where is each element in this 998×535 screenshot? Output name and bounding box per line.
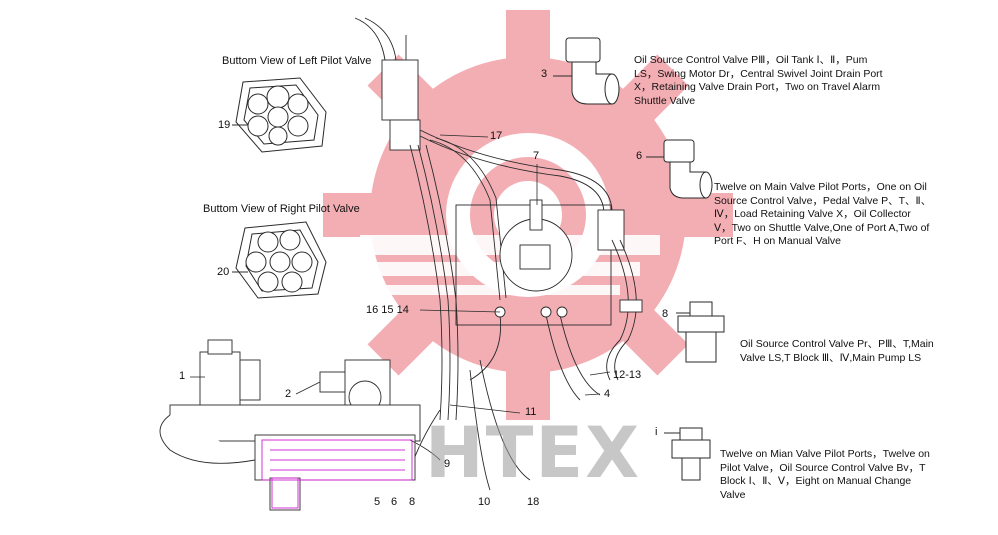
left-pilot-valve-title: Buttom View of Left Pilot Valve [222, 55, 372, 67]
fitting-bottom [664, 427, 711, 481]
description-fitting-8: Oil Source Control Valve Pr、PⅢ、T,Main Va… [740, 338, 934, 364]
callout-8: 8 [662, 308, 669, 320]
callout-20: 20 [217, 266, 230, 278]
callout-2: 2 [285, 388, 292, 400]
callout-10: 10 [478, 496, 491, 508]
callout-19: 19 [218, 119, 231, 131]
callout-9: 9 [444, 458, 451, 470]
callout-5-bottom: 5 [374, 496, 381, 508]
magenta-highlight [261, 439, 413, 509]
fitting-3 [553, 37, 620, 105]
leader-lines [190, 134, 611, 414]
callout-17: 17 [490, 130, 503, 142]
callout-4: 4 [604, 388, 611, 400]
callout-16-15-14: 16 15 14 [366, 304, 409, 316]
main-valve-block [159, 339, 441, 511]
description-fitting-6: Twelve on Main Valve Pilot Ports，One on … [714, 181, 932, 247]
callout-6: 6 [636, 150, 643, 162]
pipe-assembly [354, 17, 643, 491]
fitting-6 [646, 139, 713, 199]
callout-18: 18 [527, 496, 540, 508]
watermark-text: HTEX [425, 412, 642, 494]
fitting-8 [676, 301, 725, 363]
left-pilot-valve-view [232, 77, 327, 153]
callout-i: i [655, 426, 658, 438]
callout-1: 1 [179, 370, 186, 382]
right-pilot-valve-view [232, 221, 327, 299]
right-pilot-valve-title: Buttom View of Right Pilot Valve [203, 203, 360, 215]
callout-8-bottom: 8 [409, 496, 416, 508]
callout-11: 11 [525, 406, 537, 418]
description-fitting-3: Oil Source Control Valve PⅢ，Oil Tank Ⅰ、Ⅱ… [634, 54, 883, 107]
callout-3: 3 [541, 68, 548, 80]
callout-7: 7 [533, 150, 540, 162]
description-fitting-bottom: Twelve on Mian Valve Pilot Ports，Twelve … [720, 448, 930, 501]
callout-12-13: 12-13 [613, 369, 642, 381]
callout-6-bottom: 6 [391, 496, 398, 508]
